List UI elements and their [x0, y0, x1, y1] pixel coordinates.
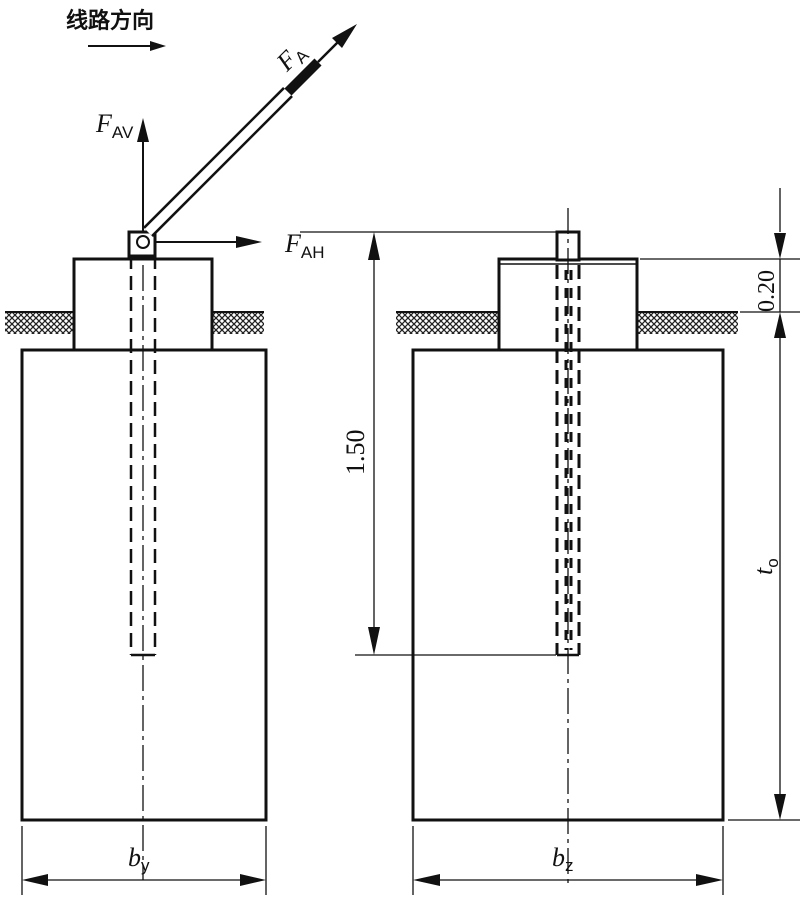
dim-label-by: by: [128, 843, 150, 875]
dim-label-150: 1.50: [341, 430, 370, 476]
ground-hatch-right-a: [396, 312, 499, 334]
direction-arrowhead-icon: [150, 41, 166, 51]
right-view: 1.50 0.20 to bz: [300, 188, 800, 895]
dim-label-t0: to: [749, 558, 782, 575]
ground-hatch-left-b: [212, 312, 264, 334]
fah-arrowhead-icon: [236, 236, 262, 248]
left-view: FA FAV FAH by: [5, 24, 357, 895]
dim-label-020: 0.20: [754, 270, 780, 312]
line-direction-label: 线路方向: [66, 8, 166, 51]
force-fa-rod: [143, 24, 357, 237]
foundation-block-left: [20, 348, 268, 822]
anchor-eye-icon: [136, 235, 150, 249]
dim-label-bz: bz: [552, 843, 574, 875]
direction-text: 线路方向: [66, 8, 154, 34]
force-fav-label: FAV: [95, 109, 134, 142]
ground-hatch-right-b: [637, 312, 738, 334]
force-fah-label: FAH: [284, 229, 325, 262]
ground-hatch-left-a: [5, 312, 75, 334]
fa-arrowhead-icon: [332, 24, 357, 48]
fav-arrowhead-icon: [137, 118, 149, 142]
